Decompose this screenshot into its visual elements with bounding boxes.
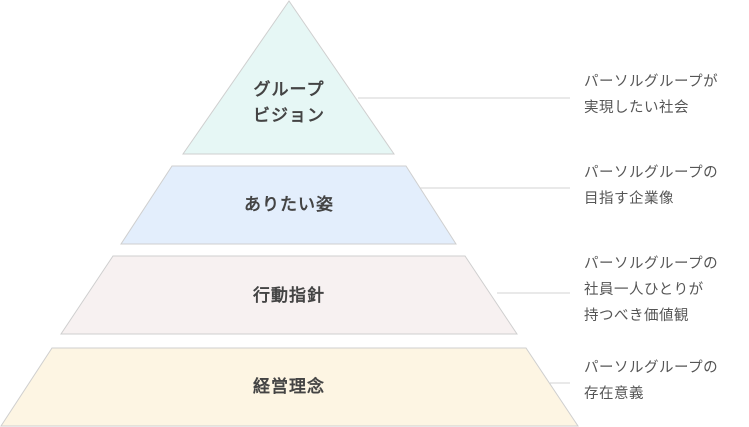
tier-shape-action-guidelines [60, 255, 518, 335]
description-management-philosophy: パーソルグループの 存在意義 [584, 360, 719, 402]
tier-shape-vision [182, 0, 395, 155]
tier-label-ideal-state: ありたい姿 [244, 195, 334, 215]
tier-label-vision: グループ ビジョン [253, 80, 325, 126]
description-ideal-state: パーソルグループの 目指す企業像 [584, 165, 719, 207]
description-action-guidelines: パーソルグループの 社員一人ひとりが 持つべき価値観 [584, 256, 719, 324]
tier-shape-management-philosophy [0, 347, 579, 427]
tier-label-management-philosophy: 経営理念 [253, 377, 325, 397]
tier-shape-ideal-state [120, 165, 457, 245]
tier-label-action-guidelines: 行動指針 [253, 286, 325, 306]
description-vision: パーソルグループが 実現したい社会 [584, 74, 719, 116]
